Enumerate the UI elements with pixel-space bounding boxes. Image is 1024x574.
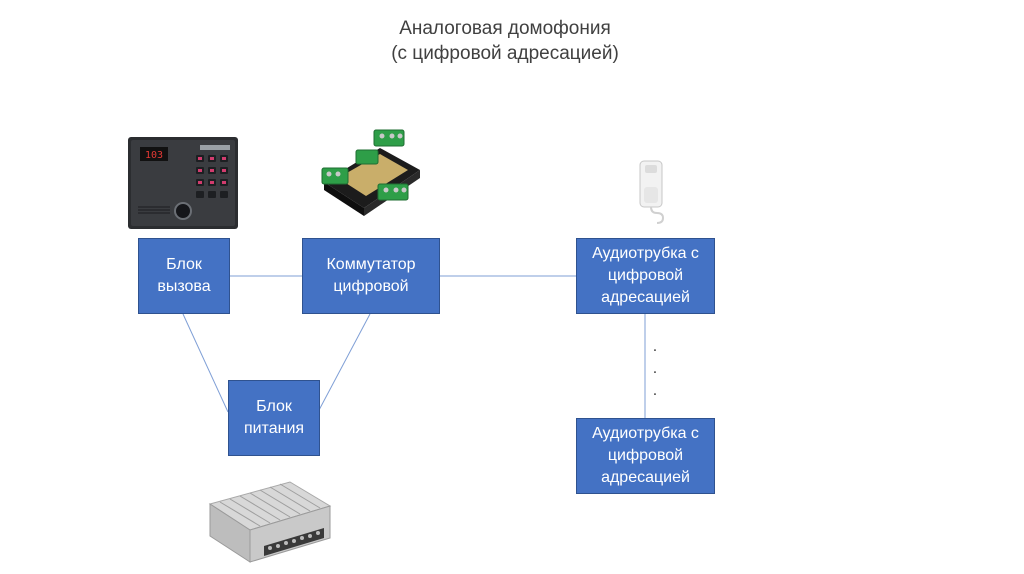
call-panel-image: 103: [128, 137, 238, 229]
node-call-unit-line2: вызова: [157, 278, 211, 295]
diagram-title: Аналоговая домофония (с цифровой адресац…: [0, 16, 1010, 66]
node-handset-2: Аудиотрубка с цифровой адресацией: [576, 418, 715, 494]
node-power-line1: Блок: [256, 398, 292, 415]
node-handset-1: Аудиотрубка с цифровой адресацией: [576, 238, 715, 314]
node-switch: Коммутатор цифровой: [302, 238, 440, 314]
node-call-unit: Блок вызова: [138, 238, 230, 314]
node-handset-2-line1: Аудиотрубка с: [592, 425, 699, 442]
node-handset-1-line2: цифровой: [607, 267, 684, 284]
node-handset-1-line3: адресацией: [601, 289, 690, 306]
display-code: 103: [145, 150, 163, 161]
node-power: Блок питания: [228, 380, 320, 456]
handset-image: [639, 160, 665, 224]
power-supply-image: [208, 481, 332, 563]
title-line-2: (с цифровой адресацией): [391, 43, 619, 64]
node-call-unit-line1: Блок: [166, 256, 202, 273]
title-line-1: Аналоговая домофония: [399, 18, 611, 39]
continuation-dots: . . .: [650, 336, 660, 402]
dot-3: .: [652, 382, 658, 399]
node-switch-line2: цифровой: [333, 278, 409, 295]
dot-2: .: [652, 360, 658, 377]
node-switch-line1: Коммутатор: [326, 256, 416, 273]
node-handset-2-line3: адресацией: [601, 469, 690, 486]
dot-1: .: [652, 338, 658, 355]
node-handset-1-line1: Аудиотрубка с: [592, 245, 699, 262]
link-call-power: [182, 313, 229, 413]
node-power-line2: питания: [243, 420, 305, 437]
link-switch-power: [317, 313, 371, 413]
switch-module-image: [321, 129, 420, 216]
node-handset-2-line2: цифровой: [607, 447, 684, 464]
